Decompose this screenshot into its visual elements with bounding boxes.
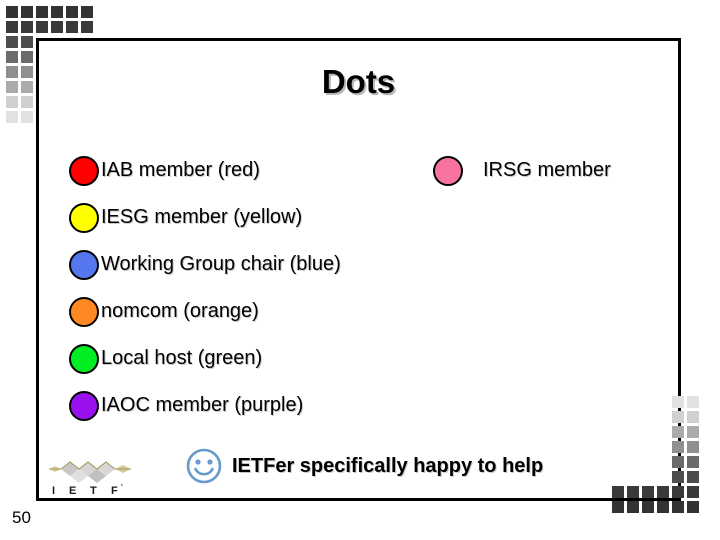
decorative-square — [687, 501, 699, 513]
legend-row: IESG member (yellow) — [69, 194, 341, 241]
legend-label: IRSG member — [483, 159, 611, 181]
decorative-square — [36, 21, 48, 33]
decorative-square — [6, 66, 18, 78]
decorative-square — [21, 111, 33, 123]
slide-frame: Dots IAB member (red) IESG member (yellow… — [36, 38, 681, 501]
decorative-square — [21, 21, 33, 33]
decorative-square — [627, 501, 639, 513]
decorative-square — [672, 501, 684, 513]
legend-row: IRSG member — [433, 147, 611, 194]
legend-row: IAOC member (purple) — [69, 382, 341, 429]
decorative-square — [51, 21, 63, 33]
decorative-square — [687, 486, 699, 498]
legend-row: Working Group chair (blue) — [69, 241, 341, 288]
decorative-square — [6, 21, 18, 33]
svg-text:I: I — [52, 485, 55, 497]
decorative-square — [687, 396, 699, 408]
decorative-square — [21, 66, 33, 78]
legend-dot-iab — [69, 155, 99, 186]
legend-label: nomcom (orange) — [101, 300, 259, 322]
decorative-square — [642, 501, 654, 513]
legend-column-right: IRSG member — [433, 147, 611, 194]
decorative-square — [6, 6, 18, 18]
decorative-square — [81, 6, 93, 18]
legend-dot-wg-chair — [69, 249, 99, 280]
decorative-square — [6, 36, 18, 48]
decorative-square — [657, 501, 669, 513]
decorative-square — [66, 6, 78, 18]
svg-text:F: F — [111, 485, 118, 497]
decorative-square — [687, 456, 699, 468]
decorative-square — [51, 6, 63, 18]
decorative-square — [6, 51, 18, 63]
legend-row: nomcom (orange) — [69, 288, 341, 335]
decorative-square — [21, 36, 33, 48]
legend-column-left: IAB member (red) IESG member (yellow) Work… — [69, 147, 341, 429]
legend-dot-iesg — [69, 202, 99, 233]
decorative-square — [612, 501, 624, 513]
decorative-square — [6, 96, 18, 108]
happy-to-help-label: IETFer specifically happy to help — [232, 454, 544, 477]
decorative-square — [687, 411, 699, 423]
legend-row: IAB member (red) — [69, 147, 341, 194]
decorative-square — [687, 426, 699, 438]
legend-label: IAB member (red) — [101, 159, 260, 181]
legend-label: IESG member (yellow) — [101, 206, 303, 228]
legend-dot-irsg — [433, 155, 463, 186]
svg-text:T: T — [90, 485, 97, 497]
svg-text:': ' — [121, 484, 123, 491]
decorative-square — [21, 6, 33, 18]
legend-row: Local host (green) — [69, 335, 341, 382]
decorative-square — [21, 81, 33, 93]
legend-dot-local-host — [69, 343, 99, 374]
svg-text:E: E — [69, 485, 76, 497]
decorative-square — [21, 51, 33, 63]
decorative-square — [6, 81, 18, 93]
decorative-square — [21, 96, 33, 108]
page-number: 50 — [12, 508, 31, 527]
decorative-square — [66, 21, 78, 33]
decorative-square — [81, 21, 93, 33]
decorative-square — [6, 111, 18, 123]
decorative-square — [36, 6, 48, 18]
decorative-square — [687, 441, 699, 453]
happy-to-help-note: IETFer specifically happy to help — [184, 446, 543, 486]
legend-label: IAOC member (purple) — [101, 394, 304, 416]
legend-dot-nomcom — [69, 296, 99, 327]
page-title: Dots — [321, 63, 396, 100]
legend-label: Local host (green) — [101, 347, 263, 369]
smiley-face-icon — [186, 448, 222, 484]
decorative-square — [687, 471, 699, 483]
legend-label: Working Group chair (blue) — [101, 253, 341, 275]
legend-dot-iaoc — [69, 390, 99, 421]
ietf-logo: I E T F ' — [49, 461, 131, 497]
